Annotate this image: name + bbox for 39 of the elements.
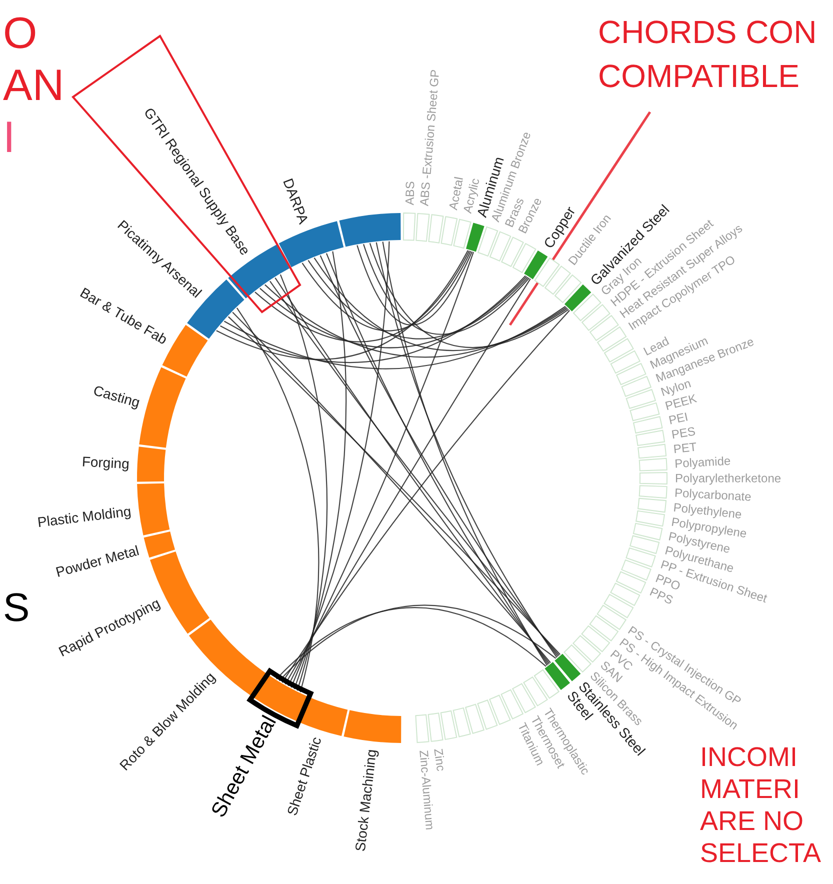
chord bbox=[294, 251, 347, 690]
chord bbox=[260, 276, 528, 348]
process-label: Bar & Tube Fab bbox=[77, 284, 170, 348]
chord bbox=[290, 241, 390, 688]
chord bbox=[282, 310, 570, 683]
annotation-text: AN bbox=[3, 62, 64, 110]
process-label: Stock Machining bbox=[352, 748, 380, 852]
material-label: Polyamide bbox=[674, 454, 731, 471]
chord bbox=[220, 275, 526, 363]
material-label: Polyaryletherketone bbox=[675, 471, 782, 486]
material-label: Polycarbonate bbox=[674, 486, 752, 504]
chord bbox=[314, 258, 568, 351]
chord bbox=[280, 274, 328, 691]
chord bbox=[363, 244, 530, 335]
process-label: Powder Metal bbox=[54, 542, 141, 580]
material-label: PET bbox=[672, 440, 698, 456]
chord bbox=[236, 308, 320, 692]
chord bbox=[369, 242, 569, 348]
chord bbox=[356, 245, 473, 326]
process-label: Plastic Molding bbox=[36, 502, 132, 530]
chord bbox=[216, 250, 468, 360]
process-label: Sheet Plastic bbox=[284, 734, 324, 818]
leader-line bbox=[508, 111, 652, 326]
chord bbox=[264, 284, 567, 358]
material-label: ABS -Extrusion Sheet GP bbox=[417, 69, 442, 206]
annotation-text: CHORDS CON COMPATIBLE bbox=[598, 10, 833, 98]
annotation-text: I bbox=[3, 114, 16, 162]
chord bbox=[224, 306, 566, 370]
process-label: Casting bbox=[92, 382, 142, 410]
chord bbox=[288, 252, 474, 686]
material-label: Zinc bbox=[431, 748, 448, 772]
chord bbox=[254, 250, 470, 342]
annotation-text: INCOMI MATERI ARE NO SELECTA bbox=[700, 742, 822, 870]
chord bbox=[302, 250, 472, 332]
chord bbox=[308, 260, 528, 340]
annotation-text: S bbox=[3, 586, 30, 630]
process-label: Forging bbox=[82, 453, 130, 472]
annotation-text: O bbox=[3, 10, 38, 58]
material-label: ABS bbox=[402, 180, 418, 206]
